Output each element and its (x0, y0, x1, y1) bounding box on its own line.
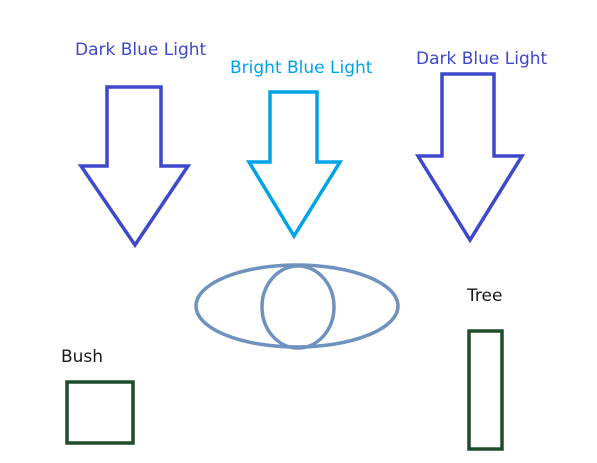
tree-label: Tree (466, 286, 502, 306)
bush-label: Bush (61, 347, 103, 367)
right-light-label: Dark Blue Light (416, 49, 548, 69)
center-down-arrow-icon (245, 90, 344, 240)
left-light-label: Dark Blue Light (75, 40, 207, 60)
right-down-arrow-icon (414, 72, 526, 244)
bush-square-icon (65, 380, 135, 445)
center-light-label: Bright Blue Light (230, 58, 373, 78)
eye-outline (194, 263, 400, 349)
eye-icon (194, 263, 400, 350)
left-down-arrow-icon (77, 85, 192, 249)
eye-pupil (260, 264, 336, 350)
tree-rectangle-icon (467, 329, 504, 451)
